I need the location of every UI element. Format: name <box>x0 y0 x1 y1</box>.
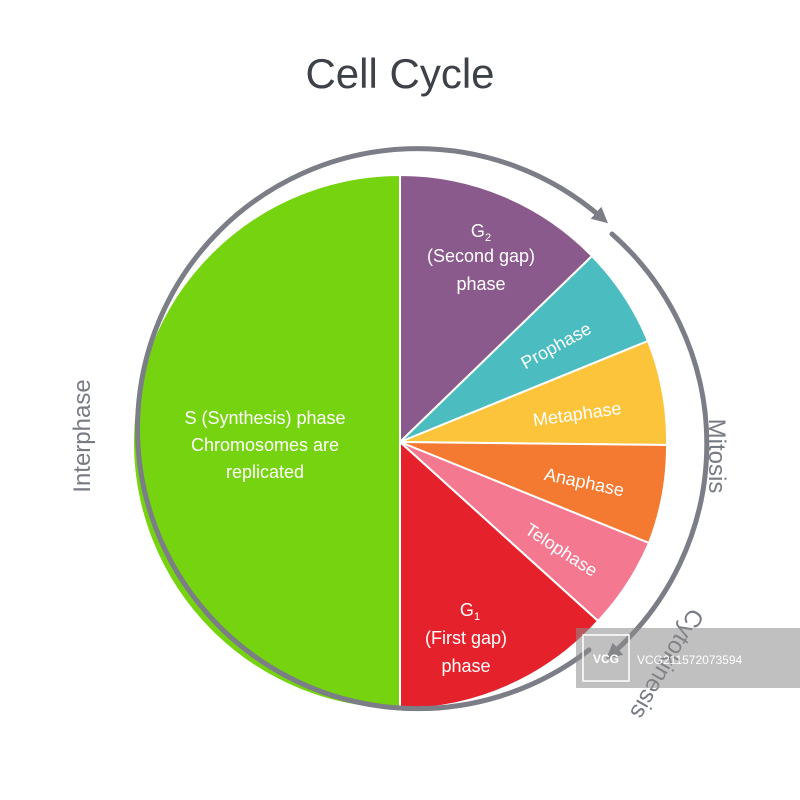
interphase-ring <box>135 146 609 712</box>
g1-phase-line-1: G1 <box>460 600 480 623</box>
g2-phase-label: G2 (Second gap) phase <box>427 221 535 294</box>
slice-g2-phase <box>399 173 594 445</box>
g1-phase-line-2: (First gap) <box>425 628 507 648</box>
page-title: Cell Cycle <box>305 50 494 97</box>
s-phase-line-3: replicated <box>226 462 304 482</box>
g1-phase-label: G1 (First gap) phase <box>425 600 507 676</box>
s-phase-label: S (Synthesis) phase Chromosomes are repl… <box>184 408 345 482</box>
g2-phase-line-2: (Second gap) <box>427 246 535 266</box>
s-phase-line-2: Chromosomes are <box>191 435 339 455</box>
g2-phase-line-1: G2 <box>471 221 491 244</box>
mitosis-ring <box>606 231 710 660</box>
g1-phase-line-3: phase <box>441 656 490 676</box>
watermark: VCG VCG211572073594 <box>576 628 800 688</box>
g1-subscript: 1 <box>474 611 480 623</box>
watermark-logo: VCG <box>593 652 619 666</box>
watermark-logo-box <box>582 634 630 682</box>
g2-letter: G <box>471 221 485 241</box>
pie <box>132 173 669 711</box>
watermark-id: VCG211572073594 <box>637 653 743 667</box>
g1-letter: G <box>460 600 474 620</box>
mitosis-label: Mitosis <box>703 419 730 494</box>
g2-phase-line-3: phase <box>456 274 505 294</box>
slice-s-phase <box>132 173 401 711</box>
watermark-band <box>576 628 800 688</box>
s-phase-line-1: S (Synthesis) phase <box>184 408 345 428</box>
interphase-label: Interphase <box>69 379 96 492</box>
g2-subscript: 2 <box>485 232 491 244</box>
